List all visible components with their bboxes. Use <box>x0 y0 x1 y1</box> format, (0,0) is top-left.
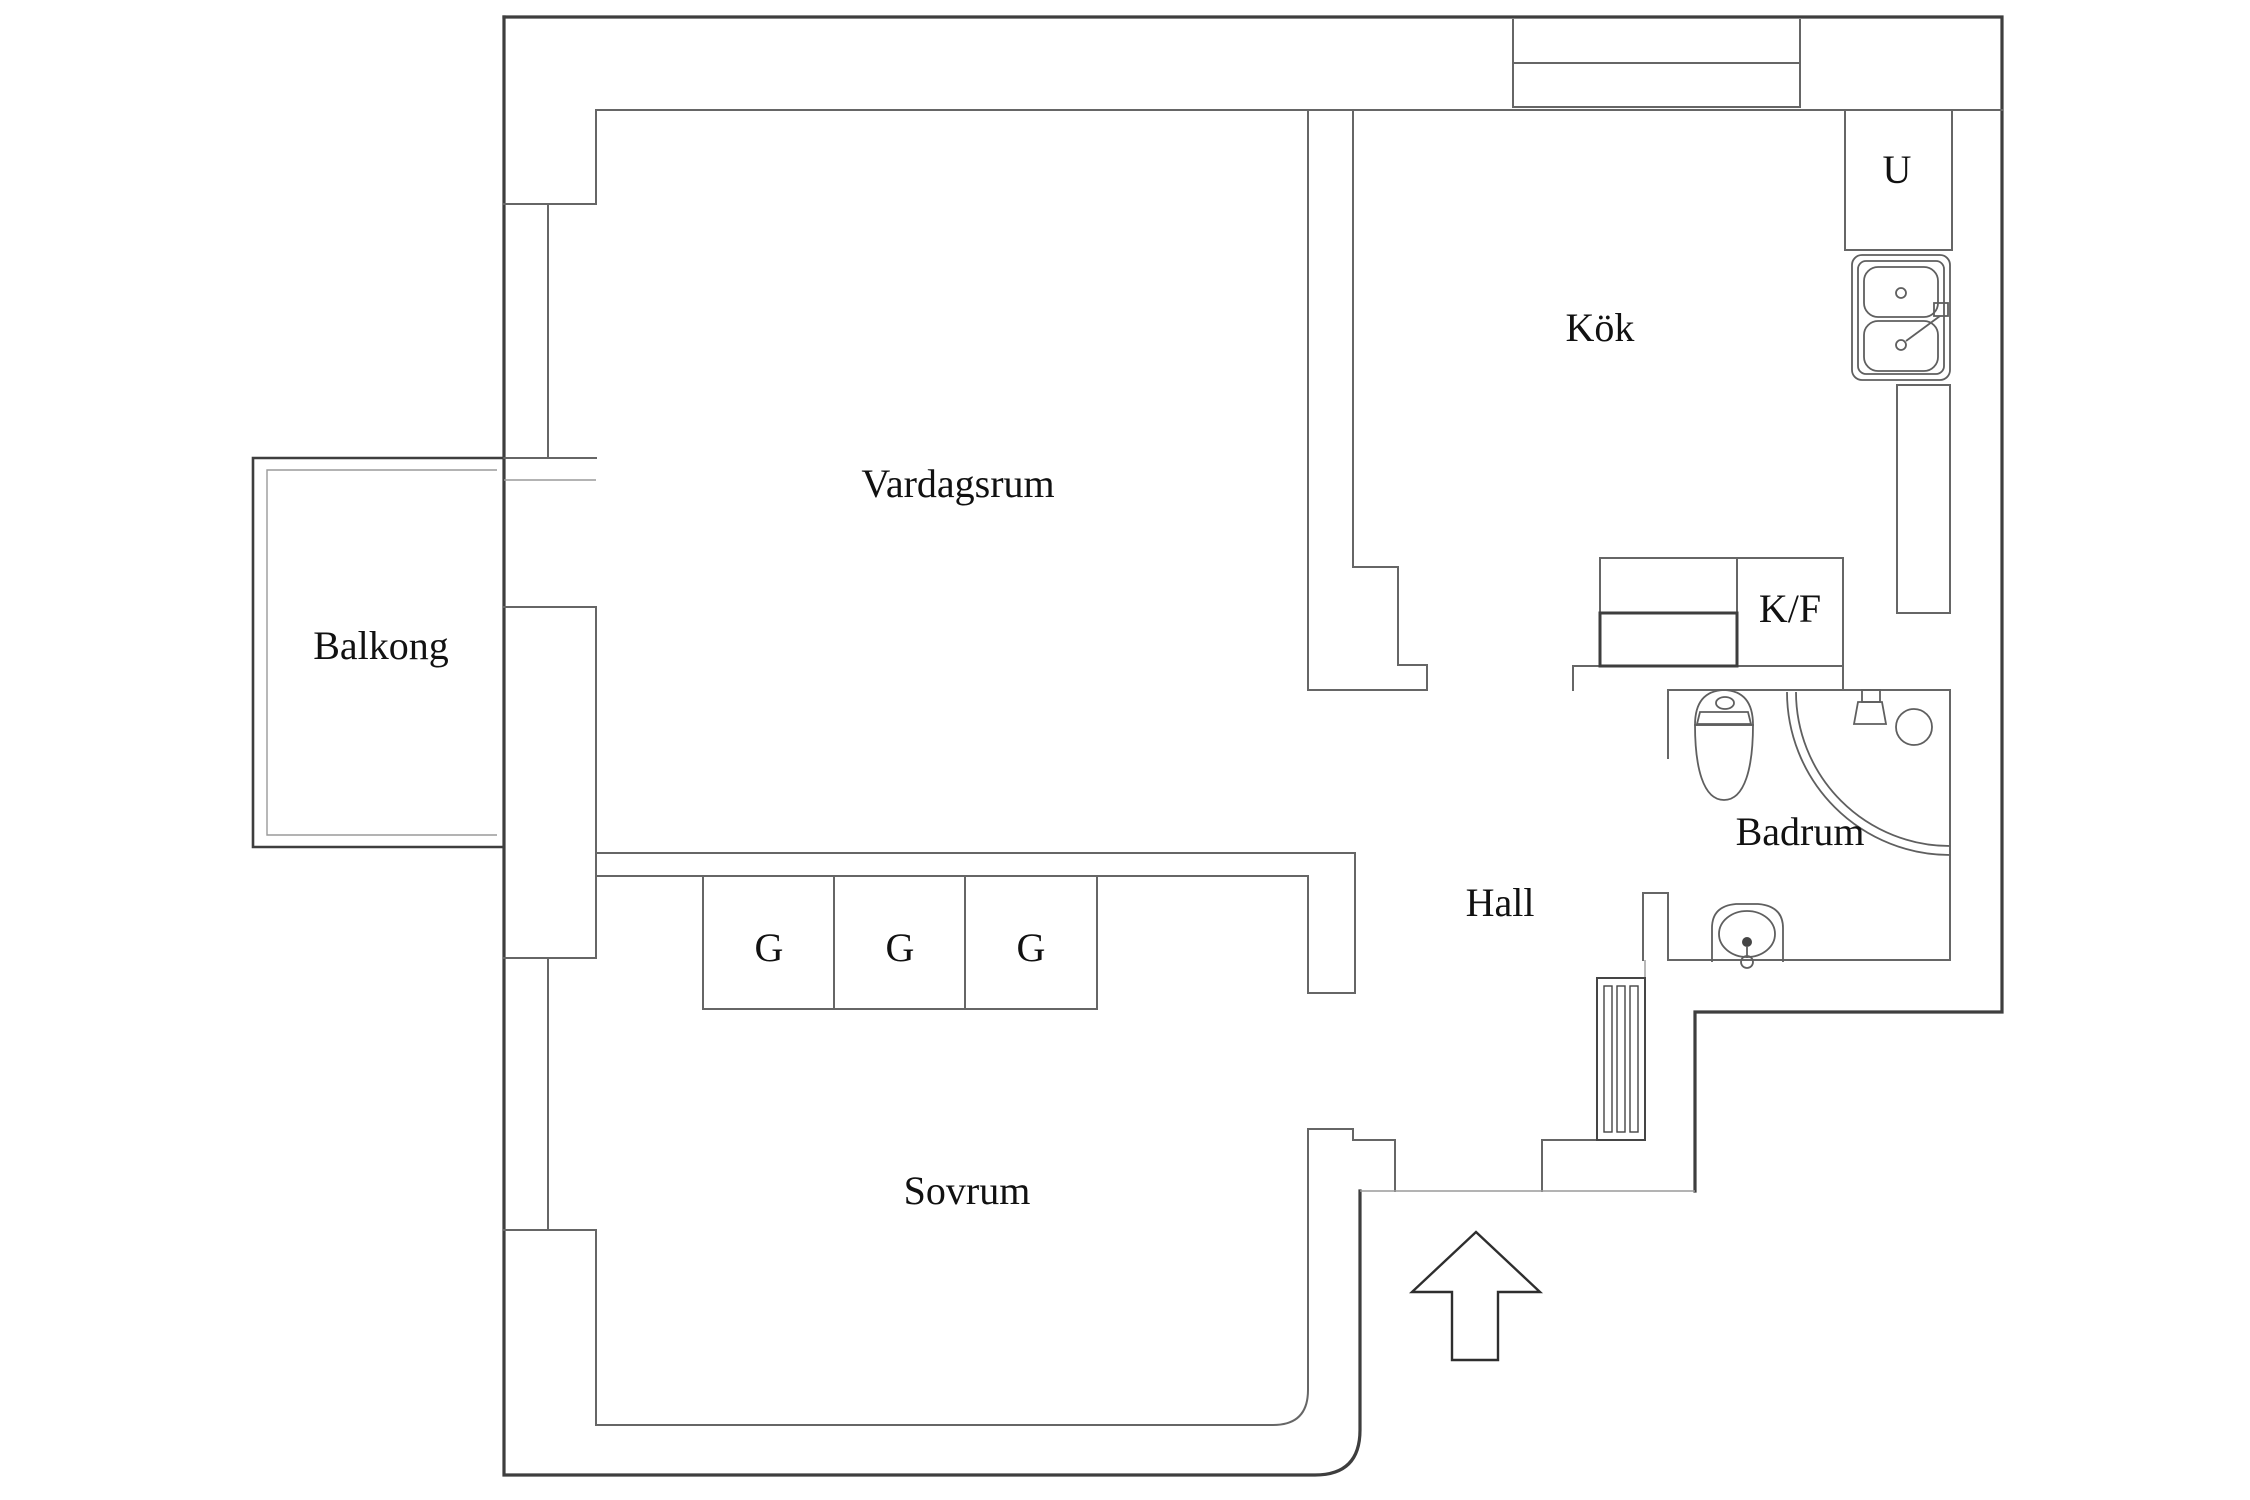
entry-arrow-icon <box>1408 1230 1544 1362</box>
wall-bedroom-door-jamb <box>1307 1128 1396 1192</box>
outer-wall-top-right <box>502 15 2004 1193</box>
sink-faucet-spout <box>1905 315 1941 342</box>
balcony-railing-inner <box>266 469 497 836</box>
room-label-livingroom: Vardagsrum <box>861 461 1054 506</box>
window-livingroom <box>503 203 597 459</box>
marking-fridge-freezer: K/F <box>1759 586 1821 631</box>
sink-drain-lower <box>1895 339 1907 351</box>
sink-rim <box>1857 260 1945 375</box>
shower-mixer-base <box>1861 689 1881 703</box>
wardrobe-box-3 <box>964 875 1098 1010</box>
shower-mixer-head <box>1852 701 1888 725</box>
shower-curtain-outer <box>1786 691 1951 856</box>
toilet-lid <box>1695 711 1753 725</box>
sink-drain-upper <box>1895 287 1907 299</box>
shower-curtain-inner <box>1795 691 1951 847</box>
kitchen-sink-icon <box>1851 254 1951 381</box>
balcony-railing-outer <box>251 456 504 849</box>
room-label-balcony: Balkong <box>313 623 449 668</box>
wall-bathroom-stub <box>1642 892 1669 961</box>
utility-cabinet-box <box>1844 109 1953 251</box>
bathroom-fixtures <box>1694 689 1951 969</box>
washbasin-drain <box>1742 937 1752 947</box>
toilet-icon <box>1694 689 1754 801</box>
wardrobes <box>702 875 1098 1010</box>
inner-walls <box>503 19 2003 1426</box>
marking-wardrobe-3: G <box>1017 925 1046 970</box>
wall-niche <box>1512 19 1801 108</box>
wall-kitchen-bottom <box>1572 665 1844 691</box>
sink-faucet-base <box>1933 302 1949 317</box>
kitchen-counter <box>1896 384 1951 614</box>
radiator-body <box>1596 977 1646 1141</box>
washbasin-icon <box>1711 903 1784 969</box>
wall-bedroom-right-bottom <box>595 1128 1309 1426</box>
toilet-button <box>1715 696 1735 710</box>
kitchen-appliance-box <box>1598 611 1739 668</box>
washbasin-outline <box>1711 903 1784 962</box>
sink-outer <box>1851 254 1951 381</box>
radiator-fin-1 <box>1603 985 1613 1133</box>
marking-wardrobe-1: G <box>755 925 784 970</box>
kitchen-fixtures <box>1844 109 1953 614</box>
radiator-fin-2 <box>1616 985 1626 1133</box>
wall-entry-jamb <box>1541 1139 1646 1192</box>
balcony-structure <box>251 456 504 849</box>
sink-basin-upper <box>1863 266 1939 318</box>
marking-wardrobe-2: G <box>886 925 915 970</box>
room-label-bedroom: Sovrum <box>904 1168 1031 1213</box>
wall-bathroom <box>1667 689 1951 961</box>
outer-wall-left-bottom <box>502 15 1362 1477</box>
room-label-kitchen: Kök <box>1566 305 1635 350</box>
sink-basin-lower <box>1863 320 1939 372</box>
shower-mixer-icon <box>1852 689 1933 746</box>
toilet-bowl <box>1694 724 1754 801</box>
shower-knob <box>1895 708 1933 746</box>
shower-corner-icon <box>1786 689 1951 856</box>
window-bedroom <box>503 957 597 1231</box>
toilet-tank <box>1694 689 1754 726</box>
room-labels: Vardagsrum Kök Sovrum Hall Badrum Balkon… <box>313 147 1911 1213</box>
radiator-fin-3 <box>1629 985 1639 1133</box>
room-label-bathroom: Badrum <box>1736 809 1865 854</box>
radiator-icon <box>1596 977 1646 1141</box>
room-label-hall: Hall <box>1466 880 1535 925</box>
outer-walls <box>502 15 2004 1477</box>
marking-utility-cabinet: U <box>1883 147 1912 192</box>
wall-kitchen-left <box>1307 109 1428 691</box>
wall-bedroom-top <box>595 852 1356 994</box>
washbasin-knob <box>1740 955 1754 969</box>
